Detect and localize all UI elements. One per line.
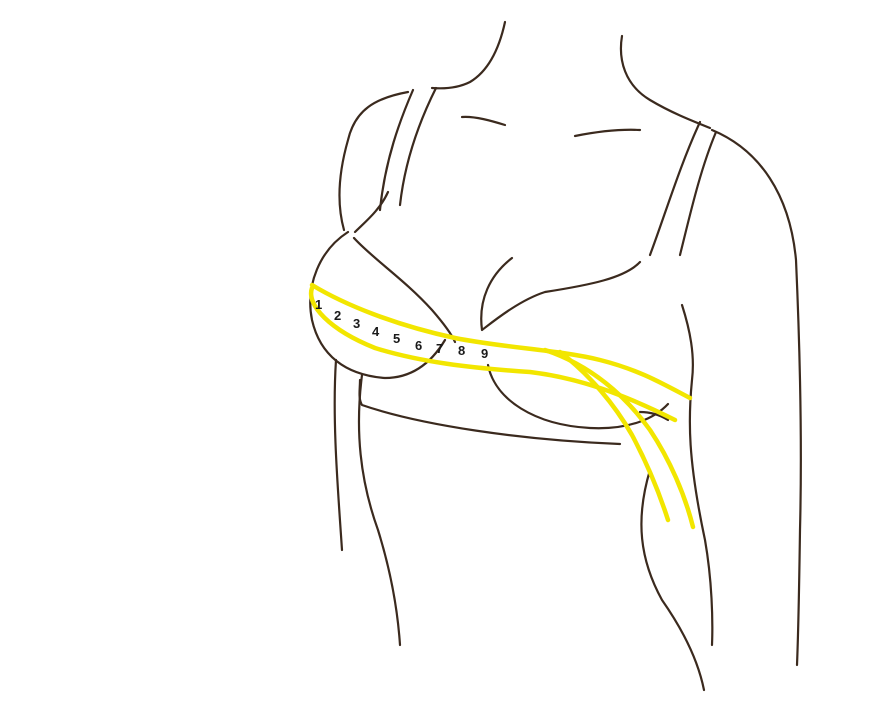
right-torso (640, 468, 706, 692)
band-bottom (358, 378, 622, 446)
left-strap-outer (378, 88, 415, 212)
right-armpit (680, 303, 714, 647)
band-side (638, 410, 670, 422)
right-cup-top (480, 256, 642, 332)
tape-upper-edge (309, 282, 693, 401)
tape-mark-4: 4 (372, 324, 380, 339)
left-strap-inner (398, 86, 438, 207)
tape-mark-8: 8 (458, 343, 465, 358)
tape-tail-outer (542, 347, 696, 530)
tape-mark-9: 9 (481, 346, 488, 361)
tape-mark-6: 6 (415, 338, 422, 353)
left-torso-outer (333, 358, 344, 552)
measuring-tape (308, 282, 696, 530)
right-strap-outer (648, 120, 702, 257)
collarbone-right (573, 128, 642, 138)
neck-left-line (430, 20, 507, 90)
left-cup-outer (309, 230, 447, 380)
tape-tail-inner (557, 349, 671, 523)
left-shoulder (338, 90, 410, 232)
left-torso-inner (357, 373, 402, 647)
tape-mark-1: 1 (315, 297, 322, 312)
right-cup-lower (486, 363, 670, 430)
collarbone-left (460, 115, 507, 127)
left-cup-top (352, 236, 457, 344)
right-arm-outer (710, 128, 802, 667)
tape-lower-edge (308, 285, 678, 423)
tape-mark-2: 2 (334, 308, 341, 323)
tape-mark-7: 7 (436, 341, 443, 356)
left-strap-join (353, 190, 390, 234)
body-outline (309, 20, 802, 692)
tape-mark-3: 3 (353, 316, 360, 331)
neck-right-line (619, 34, 712, 130)
right-strap-inner (678, 130, 718, 257)
tape-mark-5: 5 (393, 331, 400, 346)
